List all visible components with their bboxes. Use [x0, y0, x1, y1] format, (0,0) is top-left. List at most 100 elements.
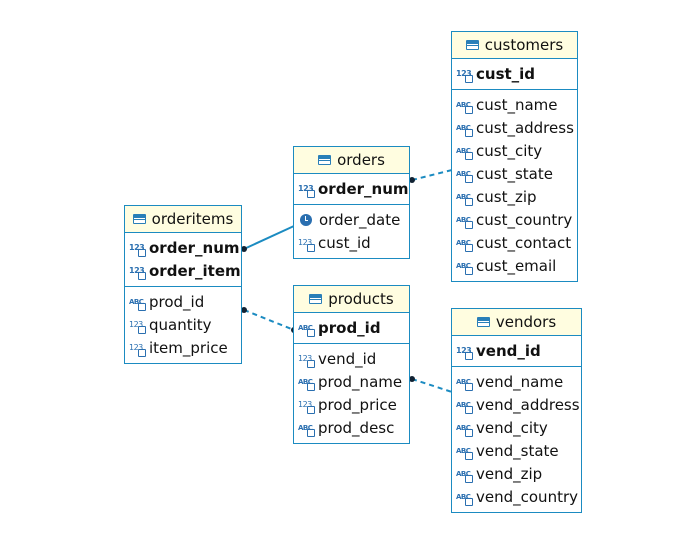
string-type-icon: ABC — [129, 298, 146, 311]
link-end-dot — [409, 376, 415, 382]
string-type-icon: ABC — [456, 401, 473, 414]
table-icon — [309, 294, 323, 304]
field-name: prod_price — [318, 395, 397, 414]
table-icon — [318, 155, 332, 165]
field-name: order_num — [149, 238, 240, 257]
number-type-icon: 123 — [129, 320, 146, 334]
number-type-icon: 123 — [456, 69, 473, 83]
field-name: cust_id — [318, 233, 371, 252]
link-orderitems-orders[interactable] — [243, 225, 295, 250]
field-name: cust_id — [476, 64, 536, 83]
field-row[interactable]: order_date — [294, 208, 409, 231]
link-end-dot — [241, 307, 247, 313]
field-name: prod_id — [149, 292, 205, 311]
field-name: vend_id — [476, 341, 541, 360]
field-name: item_price — [149, 338, 228, 357]
string-type-icon: ABC — [456, 239, 473, 252]
table-icon — [132, 214, 146, 224]
table-icon — [465, 40, 479, 50]
field-name: cust_contact — [476, 233, 572, 252]
string-type-icon: ABC — [456, 170, 473, 183]
string-type-icon: ABC — [456, 216, 473, 229]
string-type-icon: ABC — [298, 324, 315, 337]
field-name: cust_city — [476, 141, 543, 160]
entity-header[interactable]: customers — [452, 32, 577, 59]
number-type-icon: 123 — [129, 343, 146, 357]
field-name: vend_name — [476, 372, 564, 391]
field-name: cust_country — [476, 210, 573, 229]
number-type-icon: 123 — [129, 266, 146, 280]
field-name: cust_address — [476, 118, 574, 137]
entity-title: orderitems — [151, 210, 234, 228]
clock-icon — [300, 213, 312, 226]
field-name: vend_country — [476, 487, 578, 506]
field-name: vend_state — [476, 441, 559, 460]
string-type-icon: ABC — [456, 378, 473, 391]
field-name: quantity — [149, 315, 212, 334]
entity-header[interactable]: vendors — [452, 309, 581, 336]
string-type-icon: ABC — [456, 101, 473, 114]
link-orderitems-products[interactable] — [243, 309, 295, 331]
link-end-dot — [409, 177, 415, 183]
entity-title: products — [328, 290, 394, 308]
entity-title: orders — [337, 151, 385, 169]
number-type-icon: 123 — [298, 400, 315, 414]
string-type-icon: ABC — [456, 124, 473, 137]
string-type-icon: ABC — [298, 378, 315, 391]
string-type-icon: ABC — [456, 262, 473, 275]
link-products-vendors[interactable] — [411, 378, 453, 393]
field-name: prod_id — [318, 318, 381, 337]
field-name: cust_zip — [476, 187, 537, 206]
field-name: prod_desc — [318, 418, 395, 437]
field-name: vend_zip — [476, 464, 543, 483]
number-type-icon: 123 — [129, 243, 146, 257]
entity-title: customers — [484, 36, 564, 54]
entity-header[interactable]: products — [294, 286, 409, 313]
entity-header[interactable]: orders — [294, 147, 409, 174]
entity-header[interactable]: orderitems — [125, 206, 241, 233]
link-orders-customers[interactable] — [411, 169, 453, 181]
